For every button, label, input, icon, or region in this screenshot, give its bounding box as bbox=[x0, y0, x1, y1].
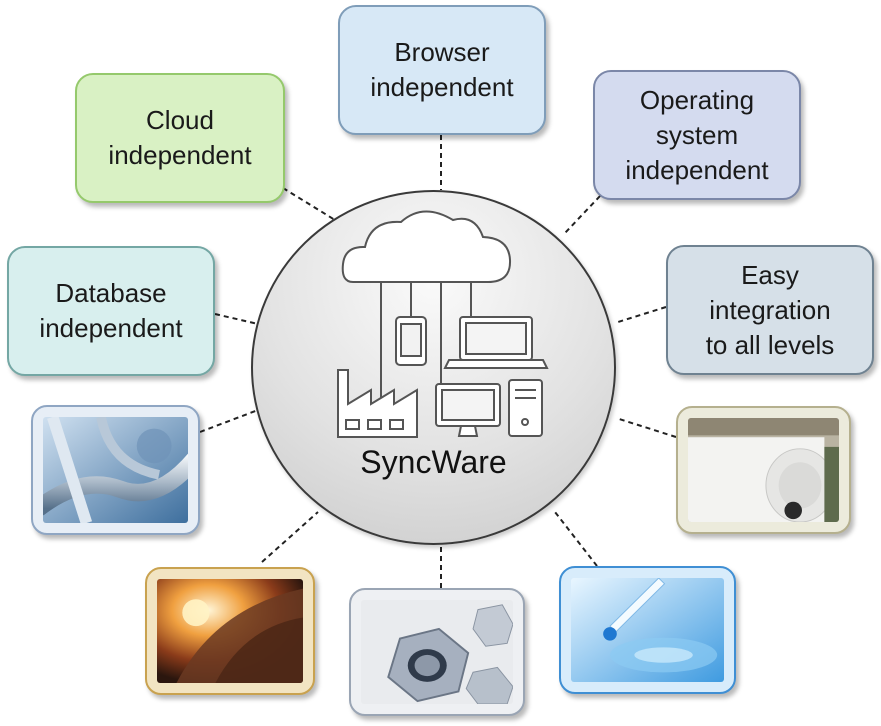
hub-illustration bbox=[337, 210, 549, 438]
feature-cloud-independent: Cloud independent bbox=[75, 73, 285, 203]
hex-nuts-photo bbox=[349, 588, 525, 716]
feature-label: Easy integration to all levels bbox=[705, 259, 835, 360]
paper-roll-photo bbox=[676, 406, 851, 534]
feature-easy-integration: Easy integration to all levels bbox=[666, 245, 874, 375]
molten-steel-photo bbox=[145, 567, 315, 695]
feature-label: Cloud independent bbox=[108, 105, 252, 170]
industrial-pipes-photo bbox=[31, 405, 200, 535]
hub-title: SyncWare bbox=[360, 444, 507, 480]
feature-label: Operating system independent bbox=[625, 84, 769, 185]
pipette-liquid-photo bbox=[559, 566, 736, 694]
desktop-icon bbox=[435, 379, 543, 437]
feature-database-independent: Database independent bbox=[7, 246, 215, 376]
phone-icon bbox=[395, 316, 427, 366]
cloud-icon bbox=[341, 210, 512, 283]
laptop-icon bbox=[443, 316, 549, 369]
factory-icon bbox=[337, 369, 418, 438]
feature-label: Database independent bbox=[39, 278, 183, 343]
syncware-hub: SyncWare bbox=[251, 190, 616, 545]
feature-os-independent: Operating system independent bbox=[593, 70, 801, 200]
feature-browser-independent: Browser independent bbox=[338, 5, 546, 135]
feature-label: Browser independent bbox=[370, 37, 514, 102]
